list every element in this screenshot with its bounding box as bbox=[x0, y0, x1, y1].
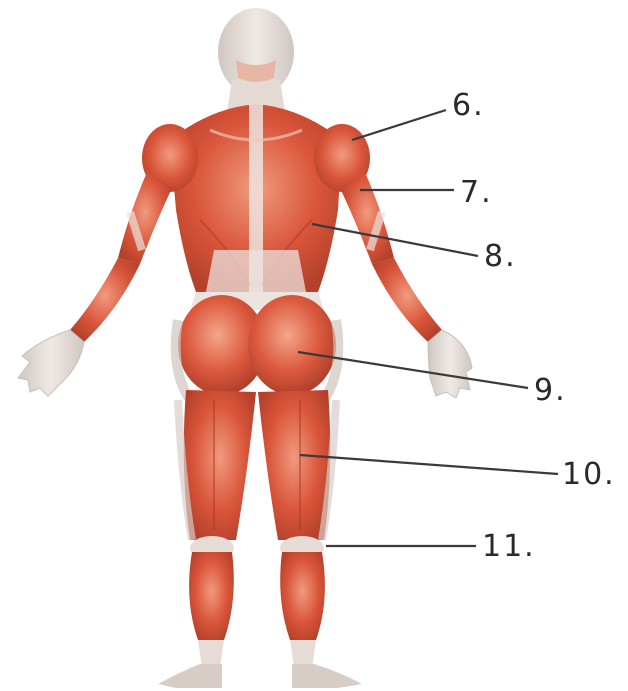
label-8: 8. bbox=[484, 239, 517, 274]
label-11: 11. bbox=[482, 529, 536, 564]
body-figure bbox=[18, 8, 472, 688]
label-9: 9. bbox=[534, 373, 567, 408]
leader-line-6 bbox=[352, 110, 446, 140]
label-6: 6. bbox=[452, 88, 485, 123]
right-upper-arm bbox=[340, 170, 394, 264]
leader-line-10 bbox=[300, 455, 558, 474]
right-calf bbox=[280, 552, 325, 640]
label-10: 10. bbox=[562, 457, 616, 492]
left-thigh bbox=[184, 390, 256, 540]
left-calf bbox=[189, 552, 234, 640]
left-hand bbox=[18, 330, 84, 396]
label-7: 7. bbox=[460, 175, 493, 210]
right-forearm bbox=[372, 258, 442, 342]
right-hand bbox=[428, 330, 472, 398]
left-upper-arm bbox=[118, 170, 172, 264]
right-foot bbox=[292, 664, 362, 688]
right-thigh bbox=[258, 390, 330, 540]
labels: 6. 7. 8. 9. 10. 11. bbox=[452, 88, 616, 564]
left-foot bbox=[158, 664, 222, 688]
left-forearm bbox=[70, 258, 140, 342]
right-gluteus bbox=[248, 295, 336, 395]
leader-line-8 bbox=[312, 224, 478, 256]
